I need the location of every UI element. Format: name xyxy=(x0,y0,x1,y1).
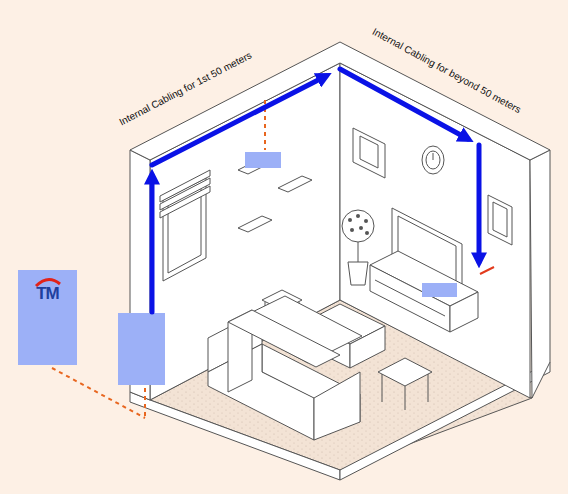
cable-route xyxy=(152,69,479,312)
shelf-box xyxy=(245,152,281,168)
logo-text: TM xyxy=(18,270,77,304)
tv-box xyxy=(422,283,457,297)
drop-wire xyxy=(52,100,265,418)
wall-box xyxy=(118,313,165,385)
left-wall xyxy=(150,63,340,400)
right-wall xyxy=(340,63,530,398)
provider-box: TM xyxy=(18,270,77,365)
